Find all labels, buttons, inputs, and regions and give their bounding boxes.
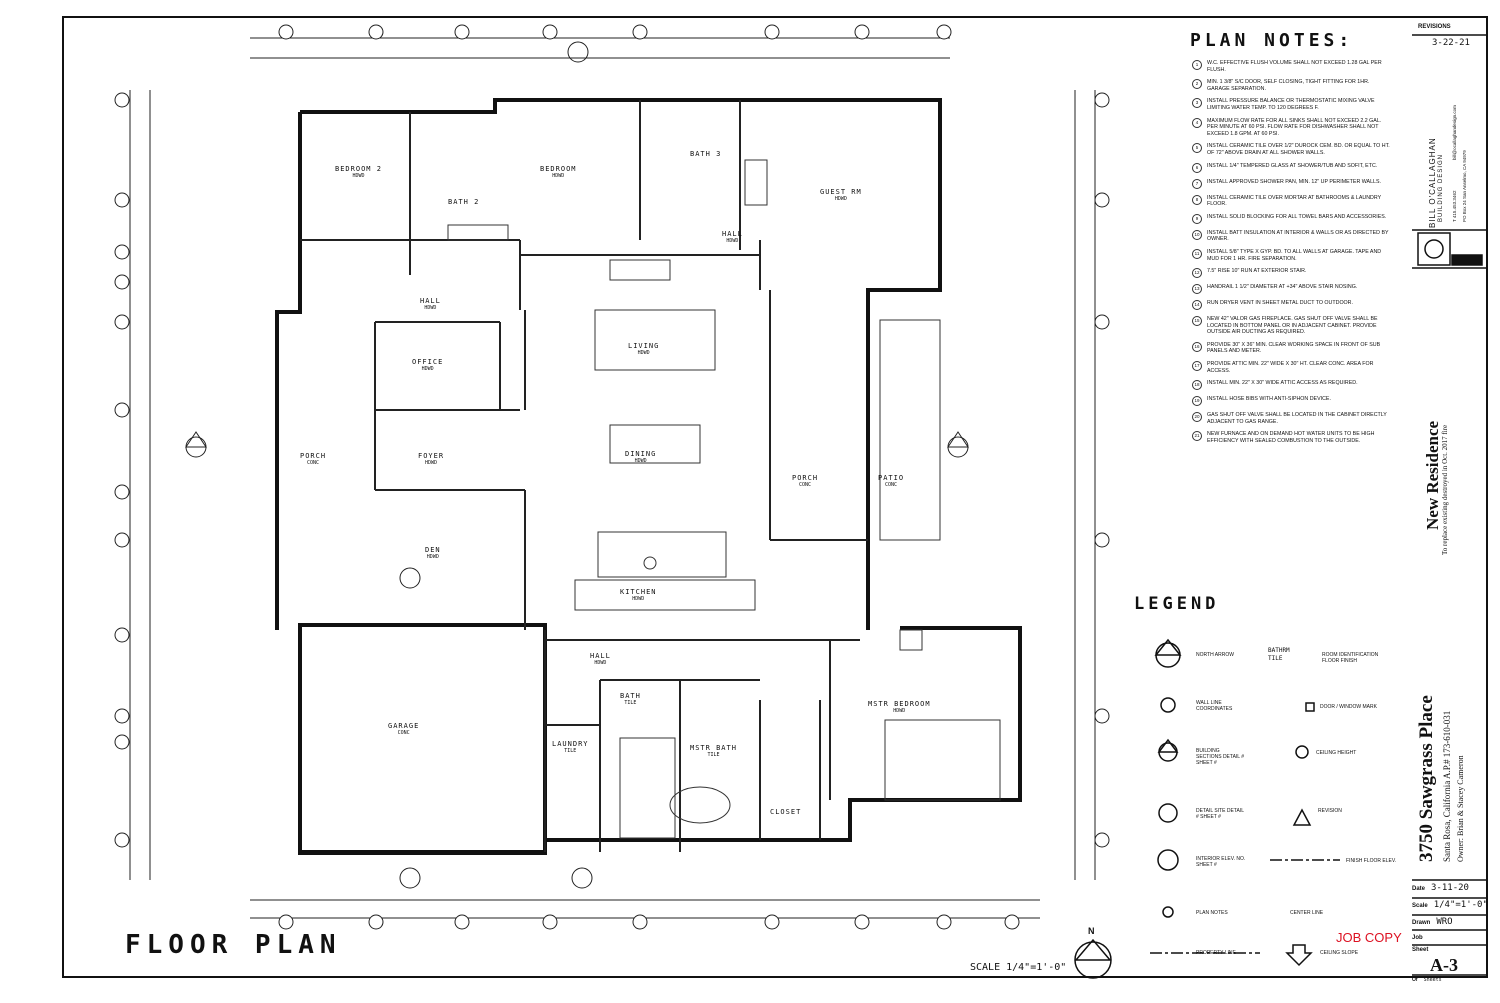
legend-room-id: ROOM IDENTIFICATION FLOOR FINISH [1322,652,1379,664]
designer-subtitle: BUILDING DESIGN [1438,153,1444,222]
revision-date: 3-22-21 [1432,38,1470,48]
legend-door-window: DOOR / WINDOW MARK [1320,704,1377,710]
legend-wall-line: WALL LINE COORDINATES [1196,700,1233,712]
north-arrow-plan [1074,938,1112,979]
legend-symbols [1150,638,1340,967]
room-label: BATH 3 [690,150,722,158]
legend-center-line: CENTER LINE [1290,910,1324,916]
project-owner: Owner: Brian & Stacey Cameron [1456,755,1465,862]
room-label: BATH 2 [448,198,480,206]
sheet-number: A-3 [1430,955,1458,975]
legend-north-arrow: NORTH ARROW [1196,652,1234,658]
designer-phone: T 415.453.3462 [1452,190,1457,222]
gridline-markers [114,24,1110,930]
project-title: New Residence [1423,420,1442,530]
legend-revision: REVISION [1318,808,1342,814]
north-label: N [1088,926,1095,936]
project-address: 3750 Sawgrass Place [1416,695,1437,862]
job-copy-stamp: JOB COPY [1336,930,1402,945]
legend-building-sections: BUILDING SECTIONS DETAIL # SHEET # [1196,748,1245,766]
exterior-walls [275,98,1022,855]
drawing-scale: SCALE 1/4"=1'-0" [970,962,1067,973]
room-label: CLOSET [770,808,802,816]
title-block-job: Job [1412,935,1423,941]
plan-notes-title: PLAN NOTES: [1190,30,1354,51]
designer-email: bill@ocallaghandesign.com [1452,105,1457,160]
section-markers [185,41,969,889]
legend-sample-finish: TILE [1268,655,1283,662]
legend-property-line: PROPERTY LINE [1196,950,1236,956]
legend-title: LEGEND [1134,594,1220,614]
revisions-label: REVISIONS [1418,24,1451,30]
drawing-sheet-border [62,16,1488,978]
fixtures [447,159,1001,839]
title-block-sheet: Sheet [1412,947,1429,953]
legend-plan-notes: PLAN NOTES [1196,910,1228,916]
project-subtitle: To replace existing destroyed in Oct. 20… [1441,424,1449,555]
designer-address: PO Box 24 San Anselmo, CA 94979 [1462,150,1467,222]
interior-walls [300,100,868,852]
legend-sample-room: BATHRM [1268,647,1290,654]
designer-name: BILL O'CALLAGHAN [1428,137,1437,228]
legend-interior-elev: INTERIOR ELEV. NO. SHEET # [1196,856,1246,868]
project-city: Santa Rosa, California A.P.# 173-610-031 [1442,710,1452,862]
title-block-lines [1412,34,1486,976]
legend-finish-floor: FINISH FLOOR ELEV. [1346,858,1397,864]
legend-ceiling-height: CEILING HEIGHT [1316,750,1357,756]
legend-detail-site: DETAIL SITE DETAIL # SHEET # [1196,808,1244,820]
legend-ceiling-slope: CEILING SLOPE [1320,950,1359,956]
drawing-title: FLOOR PLAN [125,930,342,960]
